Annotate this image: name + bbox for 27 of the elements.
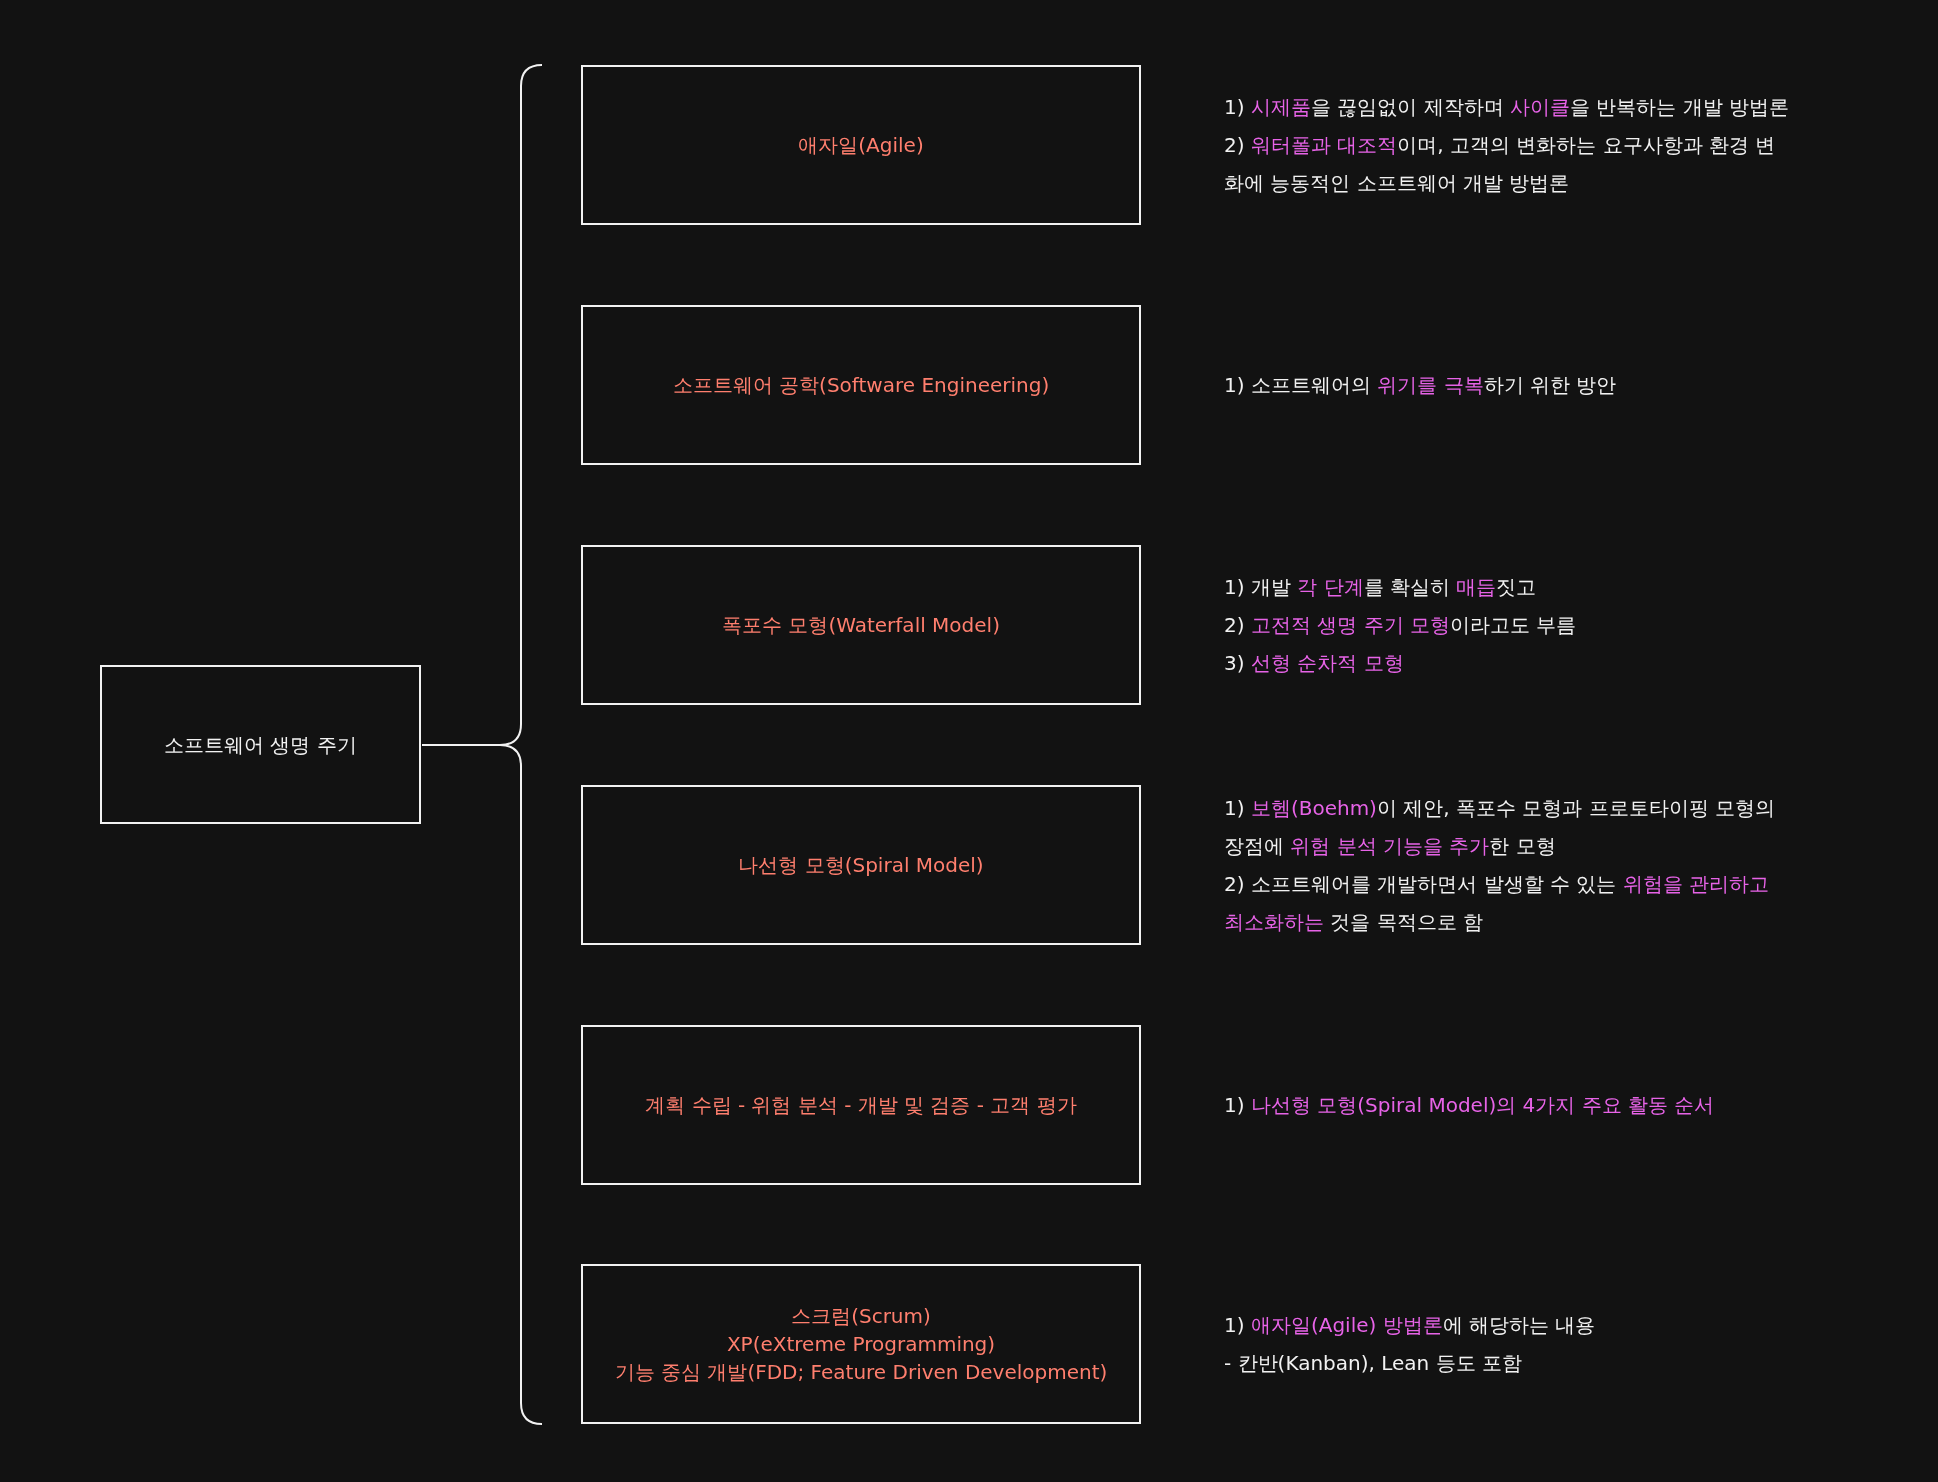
description-text: 2) 소프트웨어를 개발하면서 발생할 수 있는 위험을 관리하고 최소화하는 것을 목적으로 함: [1224, 871, 1771, 936]
description-text: 3) 선형 순차적 모형: [1224, 650, 1405, 677]
description-text: 2) 고전적 생명 주기 모형이라고도 부름: [1224, 612, 1578, 639]
node-label: 스크럼(Scrum): [791, 1303, 931, 1330]
description-text: 1) 나선형 모형(Spiral Model)의 4가지 주요 활동 순서: [1224, 1092, 1716, 1119]
node-label: 나선형 모형(Spiral Model): [738, 852, 984, 879]
node-label: 애자일(Agile): [798, 132, 924, 159]
description-text: 1) 보헴(Boehm)이 제안, 폭포수 모형과 프로토타이핑 모형의 장점에 위험 분석 기능을 추가한 모형: [1224, 795, 1777, 860]
description-text: 1) 시제품을 끊임없이 제작하며 사이클을 반복하는 개발 방법론: [1224, 94, 1791, 121]
concept-box: [581, 785, 1141, 945]
concept-box: [581, 1025, 1141, 1185]
concept-box: [581, 1264, 1141, 1424]
topic-box: [100, 665, 421, 824]
node-label: XP(eXtreme Programming): [726, 1331, 996, 1358]
node-label: 계획 수립 - 위험 분석 - 개발 및 검증 - 고객 평가: [645, 1092, 1077, 1119]
node-label: 소프트웨어 생명 주기: [164, 731, 357, 759]
description-text: 1) 애자일(Agile) 방법론에 해당하는 내용: [1224, 1312, 1597, 1339]
concept-box: [581, 545, 1141, 705]
description-text: - 칸반(Kanban), Lean 등도 포함: [1224, 1350, 1523, 1377]
description-text: 2) 워터폴과 대조적이며, 고객의 변화하는 요구사항과 환경 변화에 능동적인 소프트웨어 개발 방법론: [1224, 132, 1777, 197]
description-text: 1) 소프트웨어의 위기를 극복하기 위한 방안: [1224, 372, 1618, 399]
concept-box: [581, 65, 1141, 225]
node-label: 폭포수 모형(Waterfall Model): [722, 612, 1000, 639]
concept-box: [581, 305, 1141, 465]
description-text: 1) 개발 각 단계를 확실히 매듭짓고: [1224, 574, 1538, 601]
node-label: 기능 중심 개발(FDD; Feature Driven Development): [614, 1359, 1108, 1386]
node-label: 소프트웨어 공학(Software Engineering): [672, 372, 1050, 399]
